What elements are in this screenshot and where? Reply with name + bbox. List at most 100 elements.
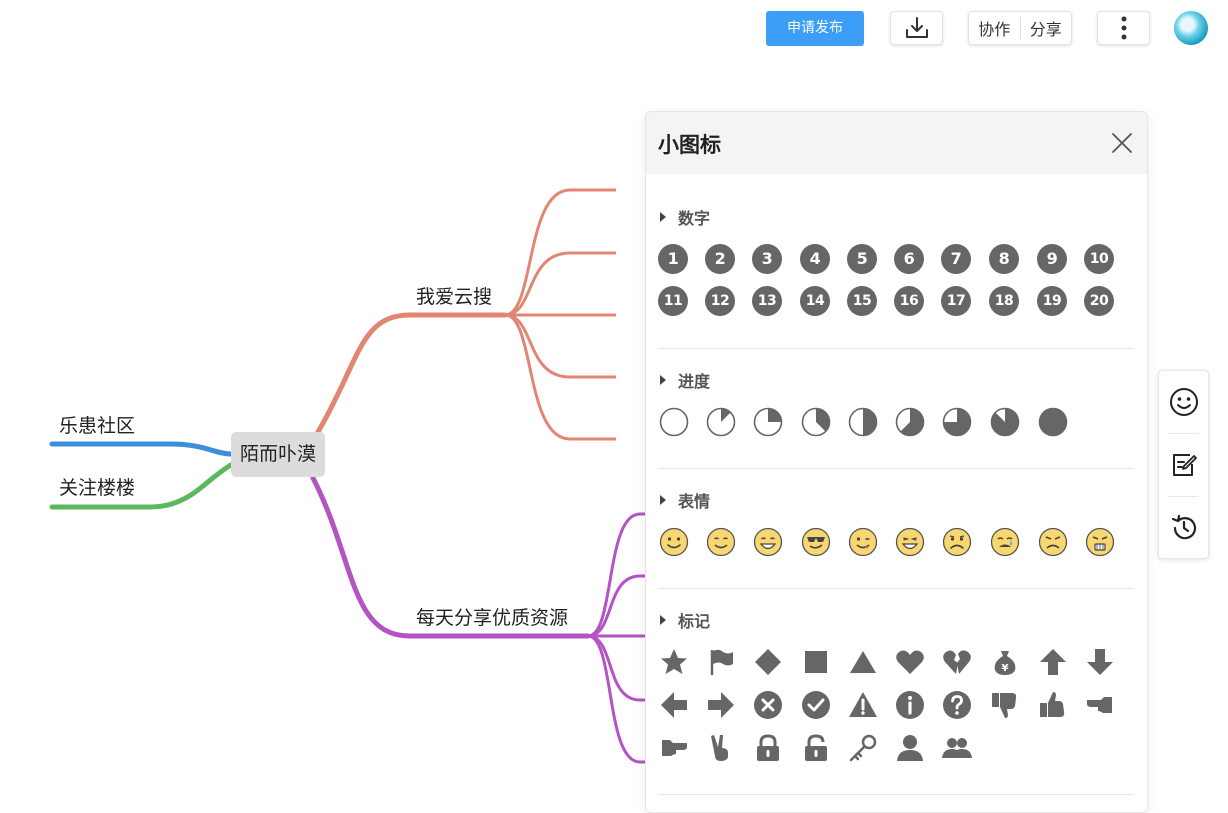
user-icon[interactable] [894, 732, 926, 764]
number-18-icon[interactable]: 18 [989, 286, 1021, 318]
divider [1169, 433, 1198, 434]
sidebar-emoji-button[interactable] [1159, 371, 1208, 433]
number-9-icon[interactable]: 9 [1037, 244, 1069, 276]
close-icon[interactable] [1111, 132, 1133, 154]
flag-icon [710, 649, 733, 675]
caret-right-icon [660, 615, 666, 625]
x-circle-icon[interactable] [752, 689, 784, 721]
victory-hand-icon[interactable] [705, 732, 737, 764]
progress-3-of-8-icon[interactable] [800, 406, 832, 438]
mindmap-root-node[interactable]: 陌而卟漠 [231, 432, 325, 477]
section-title-progress[interactable]: 进度 [660, 368, 710, 392]
mindmap-node-right1[interactable]: 我爱云搜 [416, 286, 493, 308]
number-label: 12 [705, 286, 735, 316]
laugh-icon[interactable] [894, 526, 926, 558]
unlock-icon[interactable] [800, 732, 832, 764]
triangle-icon[interactable] [847, 646, 879, 678]
progress-0-of-8-icon[interactable] [658, 406, 690, 438]
number-1-icon[interactable]: 1 [658, 244, 690, 276]
divider [658, 588, 1134, 589]
progress-6-of-8-icon[interactable] [941, 406, 973, 438]
number-17-icon[interactable]: 17 [941, 286, 973, 318]
square-icon[interactable] [800, 646, 832, 678]
number-12-icon[interactable]: 12 [705, 286, 737, 318]
number-10-icon[interactable]: 10 [1084, 244, 1116, 276]
number-19-icon[interactable]: 19 [1037, 286, 1069, 318]
number-6-icon[interactable]: 6 [894, 244, 926, 276]
lock-icon[interactable] [752, 732, 784, 764]
info-icon[interactable] [894, 689, 926, 721]
wink-icon[interactable] [847, 526, 879, 558]
diamond-icon[interactable] [752, 646, 784, 678]
number-4-icon[interactable]: 4 [800, 244, 832, 276]
blush-icon[interactable] [705, 526, 737, 558]
cry-icon[interactable] [989, 526, 1021, 558]
question-icon[interactable] [941, 689, 973, 721]
sidebar-note-button[interactable] [1159, 434, 1208, 496]
number-16-icon[interactable]: 16 [894, 286, 926, 318]
money-bag-icon[interactable]: ¥ [989, 646, 1021, 678]
progress-2-of-8-icon[interactable] [752, 406, 784, 438]
progress-4-of-8-icon[interactable] [847, 406, 879, 438]
section-label: 进度 [678, 372, 711, 391]
rage-icon[interactable] [1084, 526, 1116, 558]
leaf-lines-right2 [587, 512, 650, 764]
key-icon [849, 734, 877, 762]
warning-icon[interactable] [847, 689, 879, 721]
thumbs-down-icon[interactable] [989, 689, 1021, 721]
arrow-right-icon[interactable] [705, 689, 737, 721]
number-11-icon[interactable]: 11 [658, 286, 690, 318]
broken-heart-icon[interactable] [941, 646, 973, 678]
point-left-icon[interactable] [1084, 689, 1116, 721]
point-right-icon[interactable] [658, 732, 690, 764]
cool-icon[interactable] [800, 526, 832, 558]
progress-1-of-8-icon[interactable] [705, 406, 737, 438]
progress-2-of-8-icon [753, 407, 783, 437]
frown-icon[interactable] [941, 526, 973, 558]
right-sidebar [1158, 370, 1209, 559]
thumbs-up-icon[interactable] [1037, 689, 1069, 721]
panel-header: 小图标 [646, 112, 1147, 174]
number-15-icon[interactable]: 15 [847, 286, 879, 318]
arrow-up-icon[interactable] [1037, 646, 1069, 678]
section-title-numbers[interactable]: 数字 [660, 205, 710, 229]
number-5-icon[interactable]: 5 [847, 244, 879, 276]
number-7-icon[interactable]: 7 [941, 244, 973, 276]
collab-button[interactable]: 协作 [978, 20, 1011, 39]
number-label: 9 [1037, 244, 1067, 274]
mindmap-node-left2[interactable]: 关注楼楼 [59, 477, 136, 499]
mindmap-node-left1[interactable]: 乐患社区 [59, 415, 136, 437]
avatar[interactable] [1174, 11, 1208, 45]
number-20-icon[interactable]: 20 [1084, 286, 1116, 318]
users-icon[interactable] [941, 732, 973, 764]
progress-5-of-8-icon[interactable] [894, 406, 926, 438]
diamond-icon [755, 649, 781, 675]
arrow-down-icon[interactable] [1084, 646, 1116, 678]
flag-icon[interactable] [705, 646, 737, 678]
number-2-icon[interactable]: 2 [705, 244, 737, 276]
more-button[interactable] [1097, 11, 1150, 45]
progress-7-of-8-icon[interactable] [989, 406, 1021, 438]
mindmap-node-right2[interactable]: 每天分享优质资源 [416, 607, 569, 629]
number-3-icon[interactable]: 3 [752, 244, 784, 276]
number-13-icon[interactable]: 13 [752, 286, 784, 318]
number-8-icon[interactable]: 8 [989, 244, 1021, 276]
heart-icon[interactable] [894, 646, 926, 678]
sidebar-history-button[interactable] [1159, 497, 1208, 559]
section-title-marks[interactable]: 标记 [660, 608, 710, 632]
grin-icon[interactable] [752, 526, 784, 558]
share-button[interactable]: 分享 [1029, 20, 1062, 39]
smile-icon[interactable] [658, 526, 690, 558]
star-icon[interactable] [658, 646, 690, 678]
section-title-emotion[interactable]: 表情 [660, 488, 710, 512]
arrow-left-icon[interactable] [658, 689, 690, 721]
question-icon [943, 691, 971, 719]
number-14-icon[interactable]: 14 [800, 286, 832, 318]
download-button[interactable] [890, 11, 943, 45]
publish-button[interactable]: 申请发布 [766, 11, 864, 46]
caret-right-icon [660, 375, 666, 385]
angry-icon[interactable] [1037, 526, 1069, 558]
key-icon[interactable] [847, 732, 879, 764]
progress-8-of-8-icon[interactable] [1037, 406, 1069, 438]
check-circle-icon[interactable] [800, 689, 832, 721]
